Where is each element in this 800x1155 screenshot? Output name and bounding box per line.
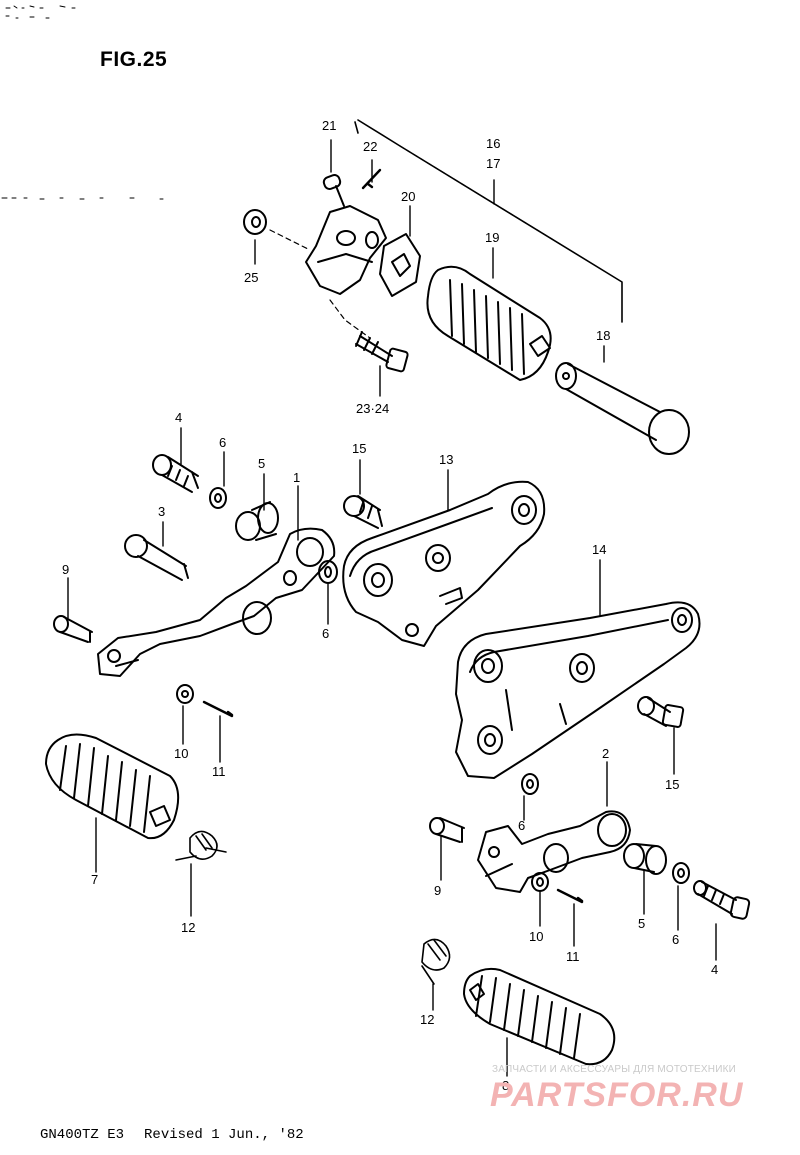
callout-4-lower: 4 [711, 962, 719, 977]
callout-23-24: 23·24 [356, 401, 390, 416]
callout-5-right: 5 [638, 916, 646, 931]
callout-2: 2 [602, 746, 610, 761]
callout-21: 21 [322, 118, 337, 133]
callout-8: 8 [502, 1078, 510, 1093]
washer-10-left [176, 684, 194, 704]
callout-6-left: 6 [322, 626, 330, 641]
callout-18: 18 [596, 328, 611, 343]
revision-date: Revised 1 Jun., '82 [144, 1127, 304, 1143]
bolt-23-24 [355, 331, 409, 373]
callout-12-right: 12 [420, 1012, 435, 1027]
spacer-20 [379, 233, 421, 297]
callout-15-upper: 15 [352, 441, 367, 456]
bracket-13 [342, 480, 546, 647]
callout-22: 22 [363, 139, 378, 154]
bolt-4-lower [693, 880, 751, 920]
callout-19: 19 [485, 230, 500, 245]
bolt-21 [322, 174, 345, 207]
callout-7: 7 [91, 872, 99, 887]
watermark-brand: PARTSFOR.RU [490, 1076, 744, 1114]
washer-10-right [531, 872, 549, 892]
callout-10-right: 10 [529, 929, 544, 944]
callout-20: 20 [401, 189, 416, 204]
washer-6-right-upper [521, 773, 539, 795]
callout-9-right: 9 [434, 883, 442, 898]
cotter-pin-11-left [202, 700, 234, 718]
footrest-rubber-7 [45, 733, 180, 840]
pin-9-right [429, 817, 465, 843]
bolt-15-upper [343, 495, 383, 529]
callout-5-upper: 5 [258, 456, 266, 471]
footrest-holder [305, 205, 387, 295]
leader-lines [67, 139, 717, 1077]
footrest-rubber-8 [463, 967, 616, 1066]
callout-6-upper: 6 [219, 435, 227, 450]
callout-6-right-upper: 6 [518, 818, 526, 833]
footrest-rubber-19 [426, 265, 552, 381]
scan-marks [1, 5, 164, 200]
footrest-shaft-18 [555, 362, 690, 455]
callout-3: 3 [158, 504, 166, 519]
model-code: GN400TZ E3 [40, 1127, 125, 1143]
callout-4-upper: 4 [175, 410, 183, 425]
callout-14: 14 [592, 542, 607, 557]
callout-1: 1 [293, 470, 301, 485]
callout-25: 25 [244, 270, 259, 285]
footrest-arm-2 [477, 810, 631, 893]
brake-arm-1 [97, 527, 336, 677]
washer-6-right-lower [672, 862, 690, 884]
cotter-pin-11-right [556, 888, 584, 904]
rear-footrest-bracket-assy [243, 119, 690, 455]
callout-11-left: 11 [212, 764, 226, 779]
callout-10-left: 10 [174, 746, 189, 761]
spring-12-left [175, 830, 227, 861]
right-footrest-assy [421, 773, 751, 1066]
callout-13: 13 [439, 452, 454, 467]
spring-12-right [421, 938, 451, 985]
bolt-3 [124, 534, 189, 581]
footer-info: GN400TZ E3 Revised 1 Jun., '82 [40, 1127, 304, 1143]
left-footrest-assy [45, 454, 338, 861]
figure-title: FIG.25 [100, 48, 168, 71]
bushing-5-right [623, 843, 667, 875]
callout-11-right: 11 [566, 949, 580, 964]
callout-12-left: 12 [181, 920, 196, 935]
bushing-5-upper [235, 501, 279, 541]
bolt-4-upper [152, 454, 199, 493]
callout-15-lower: 15 [665, 777, 680, 792]
callout-17: 17 [486, 156, 501, 171]
watermark-tagline: ЗАПЧАСТИ И АКСЕССУАРЫ ДЛЯ МОТОТЕХНИКИ [492, 1064, 737, 1075]
callout-9-left: 9 [62, 562, 70, 577]
washer-6-left [318, 560, 338, 584]
callout-16: 16 [486, 136, 501, 151]
washer-6-upper [209, 487, 227, 509]
pin-9-left [53, 615, 93, 643]
washer-25 [243, 209, 267, 235]
bracket-14 [455, 601, 701, 779]
callout-6-right-lower: 6 [672, 932, 680, 947]
bolt-15-lower [637, 696, 685, 728]
